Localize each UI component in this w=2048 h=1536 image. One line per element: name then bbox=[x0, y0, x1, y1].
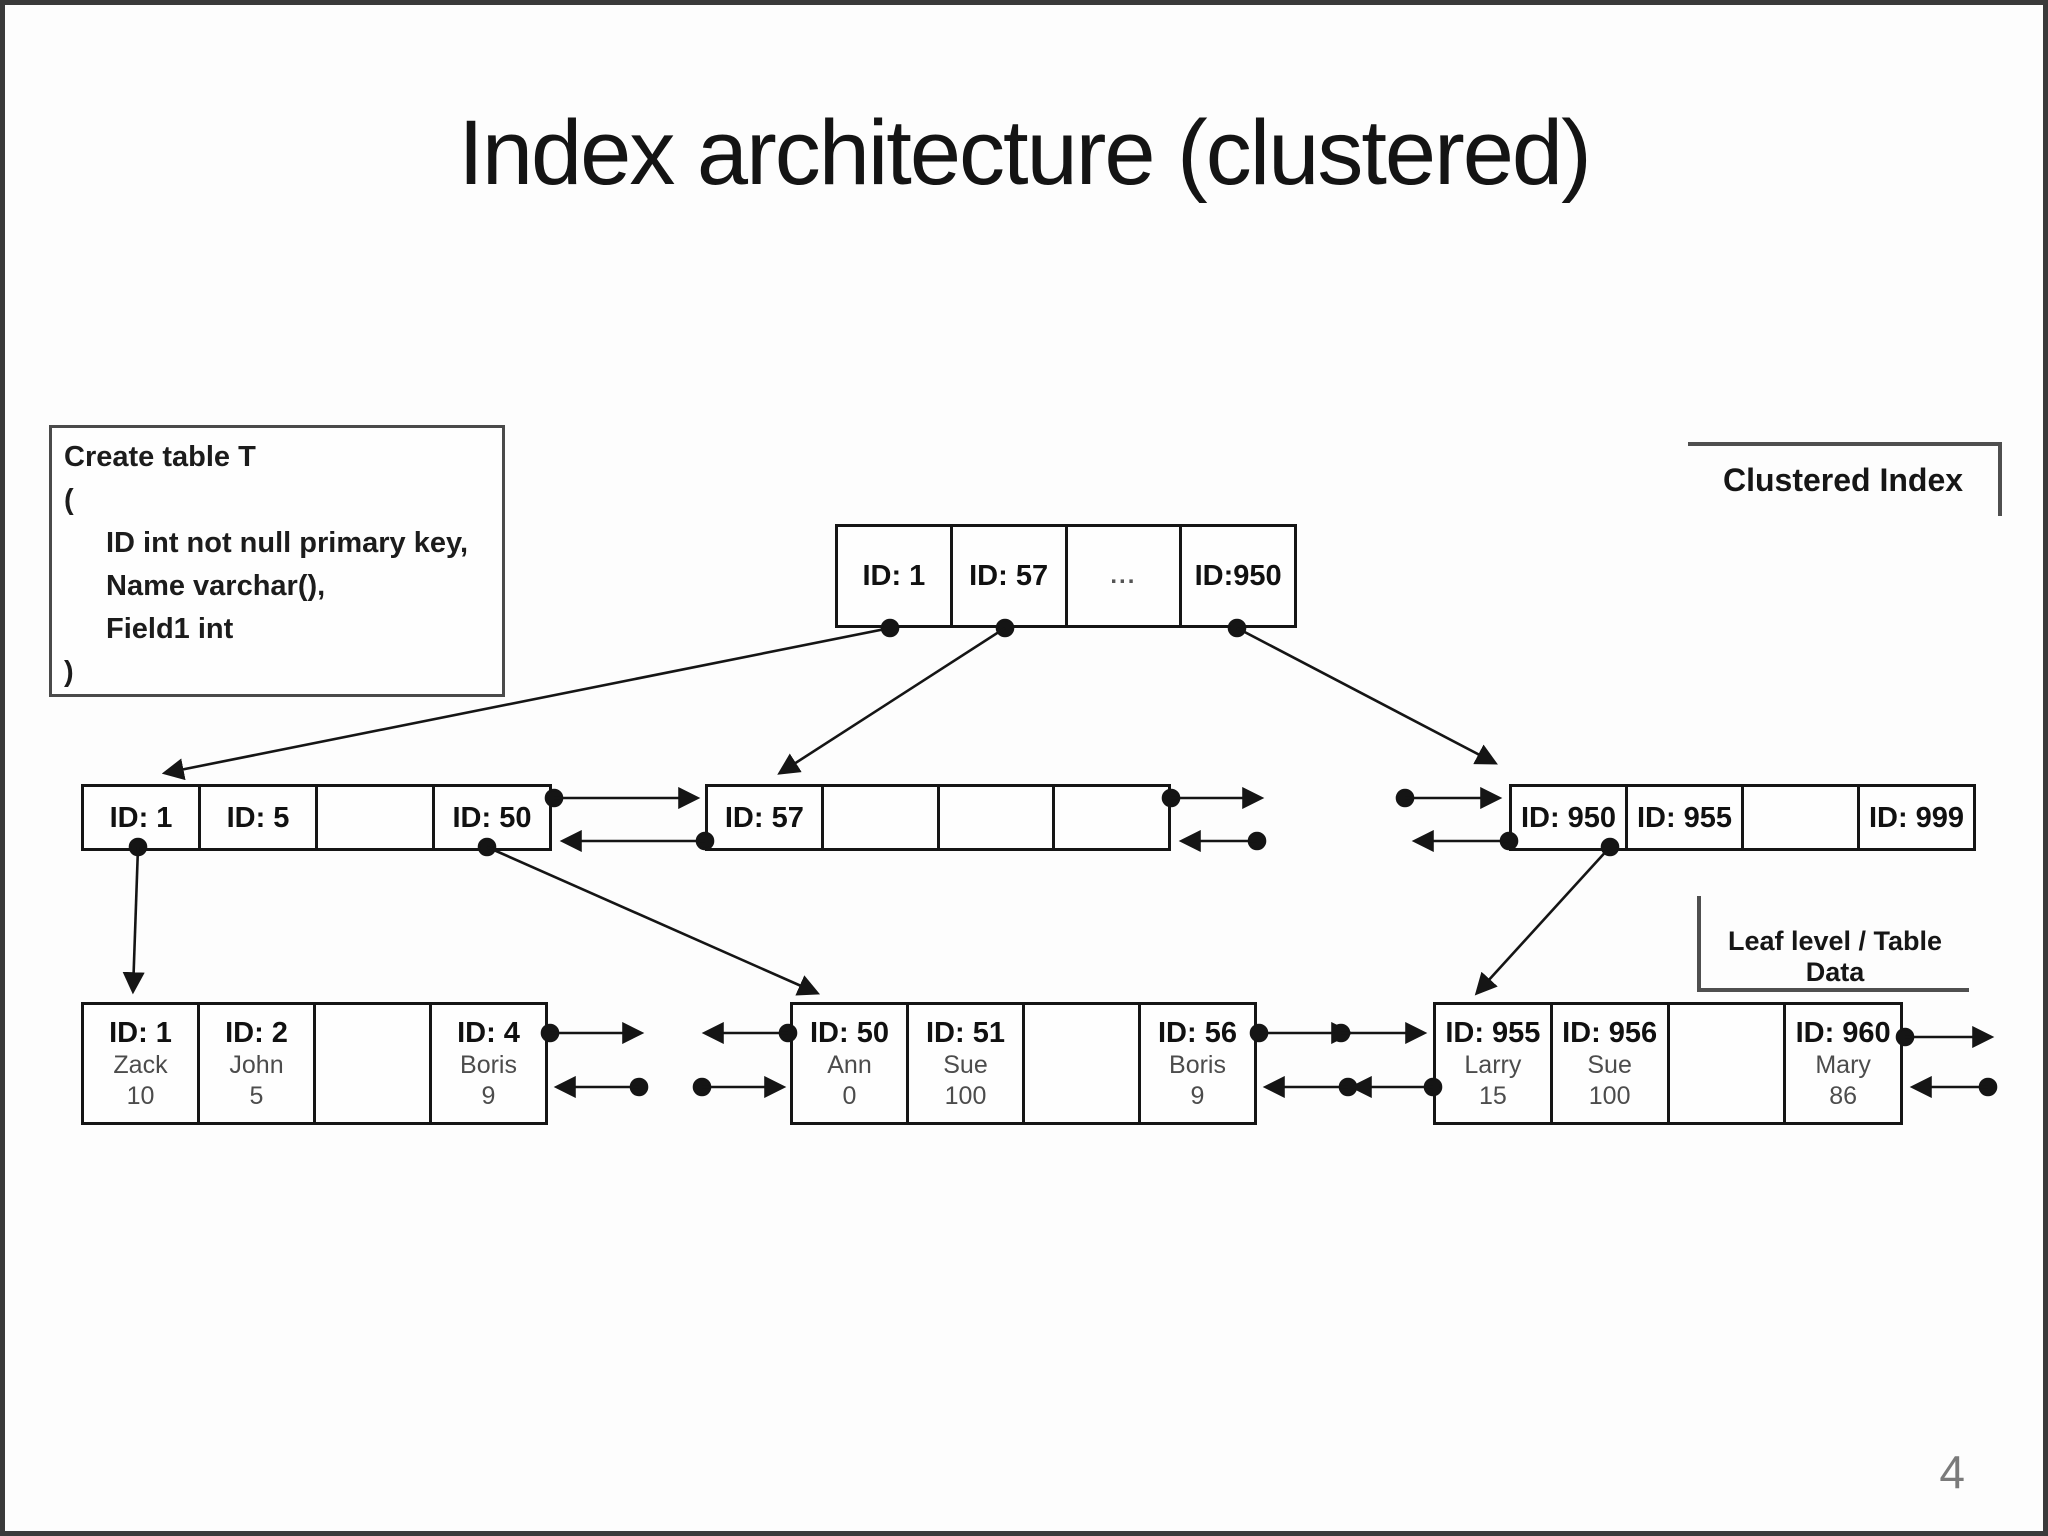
code-line: ( bbox=[64, 484, 74, 516]
leaf-level-label: Leaf level / Table Data bbox=[1697, 896, 1969, 992]
record-cell-empty bbox=[1670, 1005, 1787, 1122]
index-cell: ID: 57 bbox=[953, 527, 1068, 625]
leafright-next-pointer bbox=[1895, 1025, 1995, 1049]
midleft-next-pointer bbox=[544, 786, 701, 810]
midcenter-next-pointer bbox=[1161, 786, 1265, 810]
midleft-id50-to-leafcenter-arrow bbox=[477, 837, 821, 996]
root-to-midcenter-arrow bbox=[777, 618, 1015, 775]
clustered-index-label: Clustered Index bbox=[1688, 442, 2002, 516]
page-number: 4 bbox=[1939, 1446, 1965, 1498]
code-line: Name varchar(), bbox=[106, 570, 326, 602]
record-cell: ID: 1 Zack 10 bbox=[84, 1005, 200, 1122]
record-cell: ID: 956 Sue 100 bbox=[1553, 1005, 1670, 1122]
record-cell-empty bbox=[316, 1005, 432, 1122]
index-cell: ID: 955 bbox=[1628, 787, 1744, 848]
index-cell: ID: 1 bbox=[84, 787, 201, 848]
index-node-mid-left: ID: 1 ID: 5 ID: 50 bbox=[81, 784, 552, 851]
leaf-node-left: ID: 1 Zack 10 ID: 2 John 5 ID: 4 Boris 9 bbox=[81, 1002, 548, 1125]
leafleft-next-pointer bbox=[540, 1021, 645, 1045]
connector-layer bbox=[122, 618, 1998, 1099]
record-cell: ID: 2 John 5 bbox=[200, 1005, 316, 1122]
record-cell: ID: 51 Sue 100 bbox=[909, 1005, 1025, 1122]
leafright-prev-in-pointer bbox=[1909, 1075, 1998, 1099]
midleft-id1-to-leafleft-arrow bbox=[122, 837, 148, 995]
leafcenter-next-pointer bbox=[1249, 1021, 1354, 1045]
midright-id955-to-leafright-arrow bbox=[1474, 837, 1620, 996]
index-cell: ID: 1 bbox=[838, 527, 953, 625]
index-node-root: ID: 1 ID: 57 ... ID:950 bbox=[835, 524, 1297, 628]
code-line: ) bbox=[64, 656, 74, 688]
index-cell-empty bbox=[318, 787, 435, 848]
midright-prev-pointer bbox=[1411, 829, 1519, 853]
index-cell: ID:950 bbox=[1194, 560, 1282, 592]
record-cell: ID: 4 Boris 9 bbox=[457, 1016, 520, 1110]
create-table-box: Create table T ( ID int not null primary… bbox=[49, 425, 505, 697]
leafleft-prev-in-pointer bbox=[553, 1075, 649, 1099]
index-cell-empty bbox=[1055, 787, 1168, 848]
index-cell: ID: 5 bbox=[201, 787, 318, 848]
index-cell: ID: 999 bbox=[1868, 801, 1965, 834]
code-line: Create table T bbox=[64, 441, 256, 473]
leafright-prev-pointer bbox=[1349, 1075, 1443, 1099]
code-line: ID int not null primary key, bbox=[106, 527, 469, 559]
index-node-mid-center: ID: 57 bbox=[705, 784, 1171, 851]
index-cell-empty bbox=[1744, 787, 1860, 848]
index-cell-empty bbox=[824, 787, 940, 848]
index-cell: ID: 57 bbox=[708, 787, 824, 848]
index-node-mid-right: ID: 950 ID: 955 ID: 999 bbox=[1509, 784, 1976, 851]
record-cell: ID: 960 Mary 86 bbox=[1795, 1016, 1891, 1110]
index-cell-ellipsis: ... bbox=[1068, 527, 1183, 625]
record-cell-empty bbox=[1025, 1005, 1141, 1122]
leafcenter-prev-in-pointer bbox=[1262, 1075, 1358, 1099]
record-cell: ID: 50 Ann 0 bbox=[793, 1005, 909, 1122]
midcenter-prev-in-pointer bbox=[1178, 829, 1267, 853]
record-cell: ID: 56 Boris 9 bbox=[1158, 1016, 1237, 1110]
leafcenter-prev-pointer bbox=[701, 1021, 798, 1045]
index-cell-empty bbox=[940, 787, 1056, 848]
midcenter-prev-pointer bbox=[559, 829, 715, 853]
index-cell: ID: 50 bbox=[452, 801, 532, 834]
leafcenter-next-in-pointer bbox=[692, 1075, 787, 1099]
page-title: Index architecture (clustered) bbox=[458, 102, 1591, 204]
leafright-next-in-pointer bbox=[1331, 1021, 1428, 1045]
leaf-node-right: ID: 955 Larry 15 ID: 956 Sue 100 ID: 960… bbox=[1433, 1002, 1903, 1125]
root-to-midright-arrow bbox=[1227, 618, 1498, 765]
code-line: Field1 int bbox=[106, 613, 234, 645]
record-cell: ID: 955 Larry 15 bbox=[1436, 1005, 1553, 1122]
leaf-node-center: ID: 50 Ann 0 ID: 51 Sue 100 ID: 56 Boris… bbox=[790, 1002, 1257, 1125]
index-cell: ID: 950 bbox=[1512, 787, 1628, 848]
midright-next-in-pointer bbox=[1395, 786, 1503, 810]
